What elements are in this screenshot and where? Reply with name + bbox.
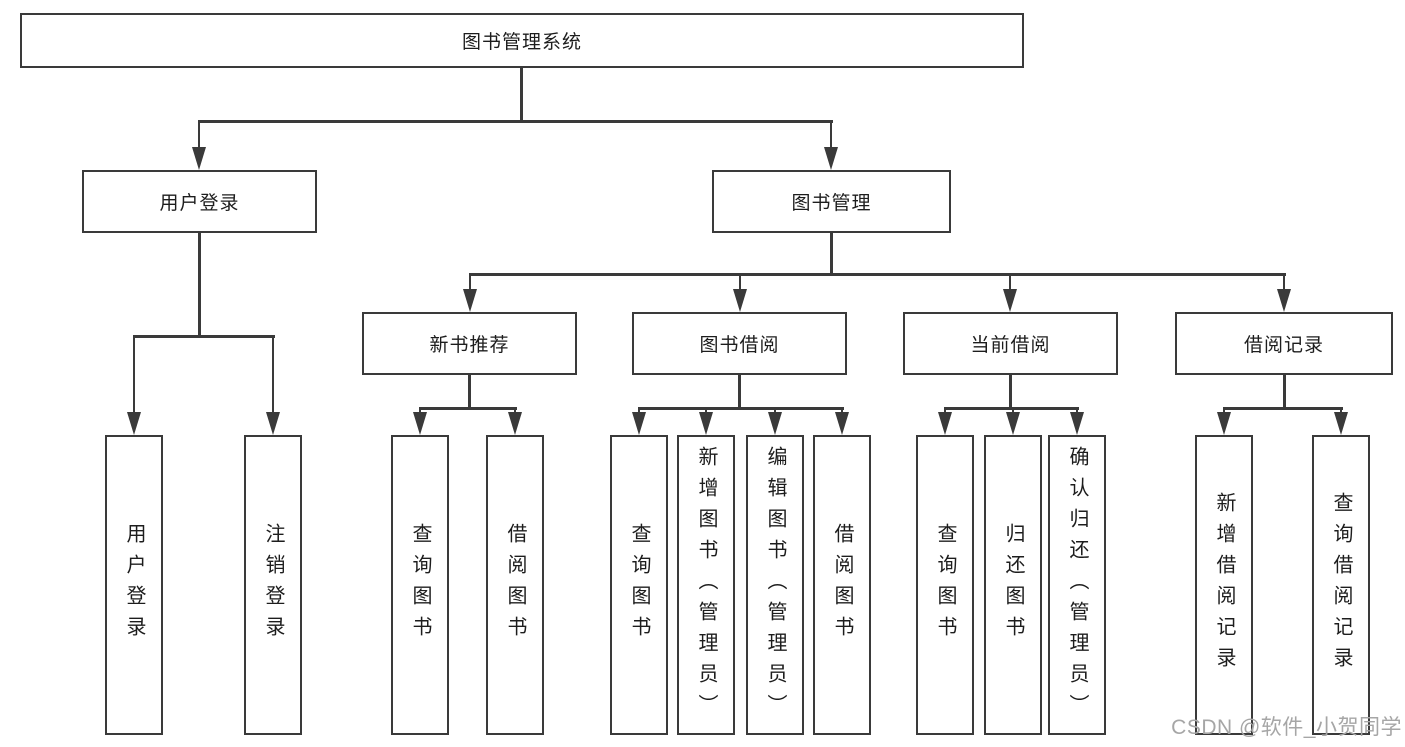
leaf-add-book-admin: 新增图书（管理员） [677,435,735,735]
node-label: 借阅记录 [1243,335,1324,356]
connector-current-borrow-stem [1009,375,1012,409]
leaf-edit-book-admin: 编辑图书（管理员） [746,435,804,735]
node-current-borrow: 当前借阅 [903,312,1118,375]
leaf-label: 借阅图书 [831,523,853,647]
leaf-label: 用户登录 [123,523,145,647]
leaf-query-books-current: 查询图书 [916,435,974,735]
arrow-to-leaf-user-login [126,335,142,435]
arrow-to-confirm-return [1069,407,1085,435]
csdn-watermark: CSDN @软件_小贺同学 [1171,716,1402,739]
leaf-label: 查询借阅记录 [1330,492,1352,678]
arrow-to-query-borrow-record [1333,407,1349,435]
leaf-user-login: 用户登录 [105,435,163,735]
leaf-confirm-return-admin: 确认归还（管理员） [1048,435,1106,735]
connector-borrow-records-stem [1283,375,1286,409]
connector-book-management-stem [830,233,833,275]
connector-user-login-stem [198,233,201,337]
leaf-add-borrow-record: 新增借阅记录 [1195,435,1253,735]
node-label: 用户登录 [159,193,240,214]
connector-current-borrow-rail [944,407,1079,410]
connector-root-rail [198,120,833,123]
arrow-to-borrow-records [1276,273,1292,312]
arrow-to-add-borrow-record [1216,407,1232,435]
node-label: 图书管理 [791,193,872,214]
node-label: 图书管理系统 [461,32,582,53]
node-label: 图书借阅 [699,335,780,356]
arrow-to-current-borrow [1002,273,1018,312]
leaf-label: 归还图书 [1002,523,1024,647]
connector-root-stem [520,68,523,122]
leaf-label: 新增借阅记录 [1213,492,1235,678]
node-new-book-recommend: 新书推荐 [362,312,577,375]
arrow-to-borrow-books-2 [834,407,850,435]
node-label: 新书推荐 [429,335,510,356]
node-book-borrow: 图书借阅 [632,312,847,375]
connector-new-book-stem [468,375,471,409]
connector-borrow-records-rail [1223,407,1343,410]
leaf-label: 新增图书（管理员） [695,445,717,725]
leaf-logout: 注销登录 [244,435,302,735]
connector-user-login-rail [133,335,275,338]
arrow-to-new-book-recommend [462,273,478,312]
node-label: 当前借阅 [970,335,1051,356]
arrow-to-leaf-logout [265,335,281,435]
leaf-return-book: 归还图书 [984,435,1042,735]
arrow-to-query-books-1 [412,407,428,435]
node-library-management-system: 图书管理系统 [20,13,1024,68]
leaf-label: 查询图书 [628,523,650,647]
arrow-to-query-books-3 [937,407,953,435]
connector-book-borrow-rail [638,407,844,410]
arrow-to-user-login [191,120,207,170]
arrow-to-add-book [698,407,714,435]
leaf-label: 查询图书 [934,523,956,647]
leaf-label: 注销登录 [262,523,284,647]
leaf-borrow-books-recommend: 借阅图书 [486,435,544,735]
leaf-label: 编辑图书（管理员） [764,445,786,725]
arrow-to-query-books-2 [631,407,647,435]
arrow-to-book-borrow [732,273,748,312]
arrow-to-return-book [1005,407,1021,435]
leaf-query-books-borrow: 查询图书 [610,435,668,735]
arrow-to-borrow-books-1 [507,407,523,435]
leaf-borrow-books-borrow: 借阅图书 [813,435,871,735]
leaf-query-books-recommend: 查询图书 [391,435,449,735]
leaf-label: 查询图书 [409,523,431,647]
leaf-query-borrow-record: 查询借阅记录 [1312,435,1370,735]
leaf-label: 确认归还（管理员） [1066,445,1088,725]
connector-book-management-rail [469,273,1286,276]
node-book-management: 图书管理 [712,170,951,233]
node-borrow-records: 借阅记录 [1175,312,1393,375]
node-user-login: 用户登录 [82,170,317,233]
connector-new-book-rail [419,407,517,410]
leaf-label: 借阅图书 [504,523,526,647]
connector-book-borrow-stem [738,375,741,409]
arrow-to-book-management [823,120,839,170]
arrow-to-edit-book [767,407,783,435]
